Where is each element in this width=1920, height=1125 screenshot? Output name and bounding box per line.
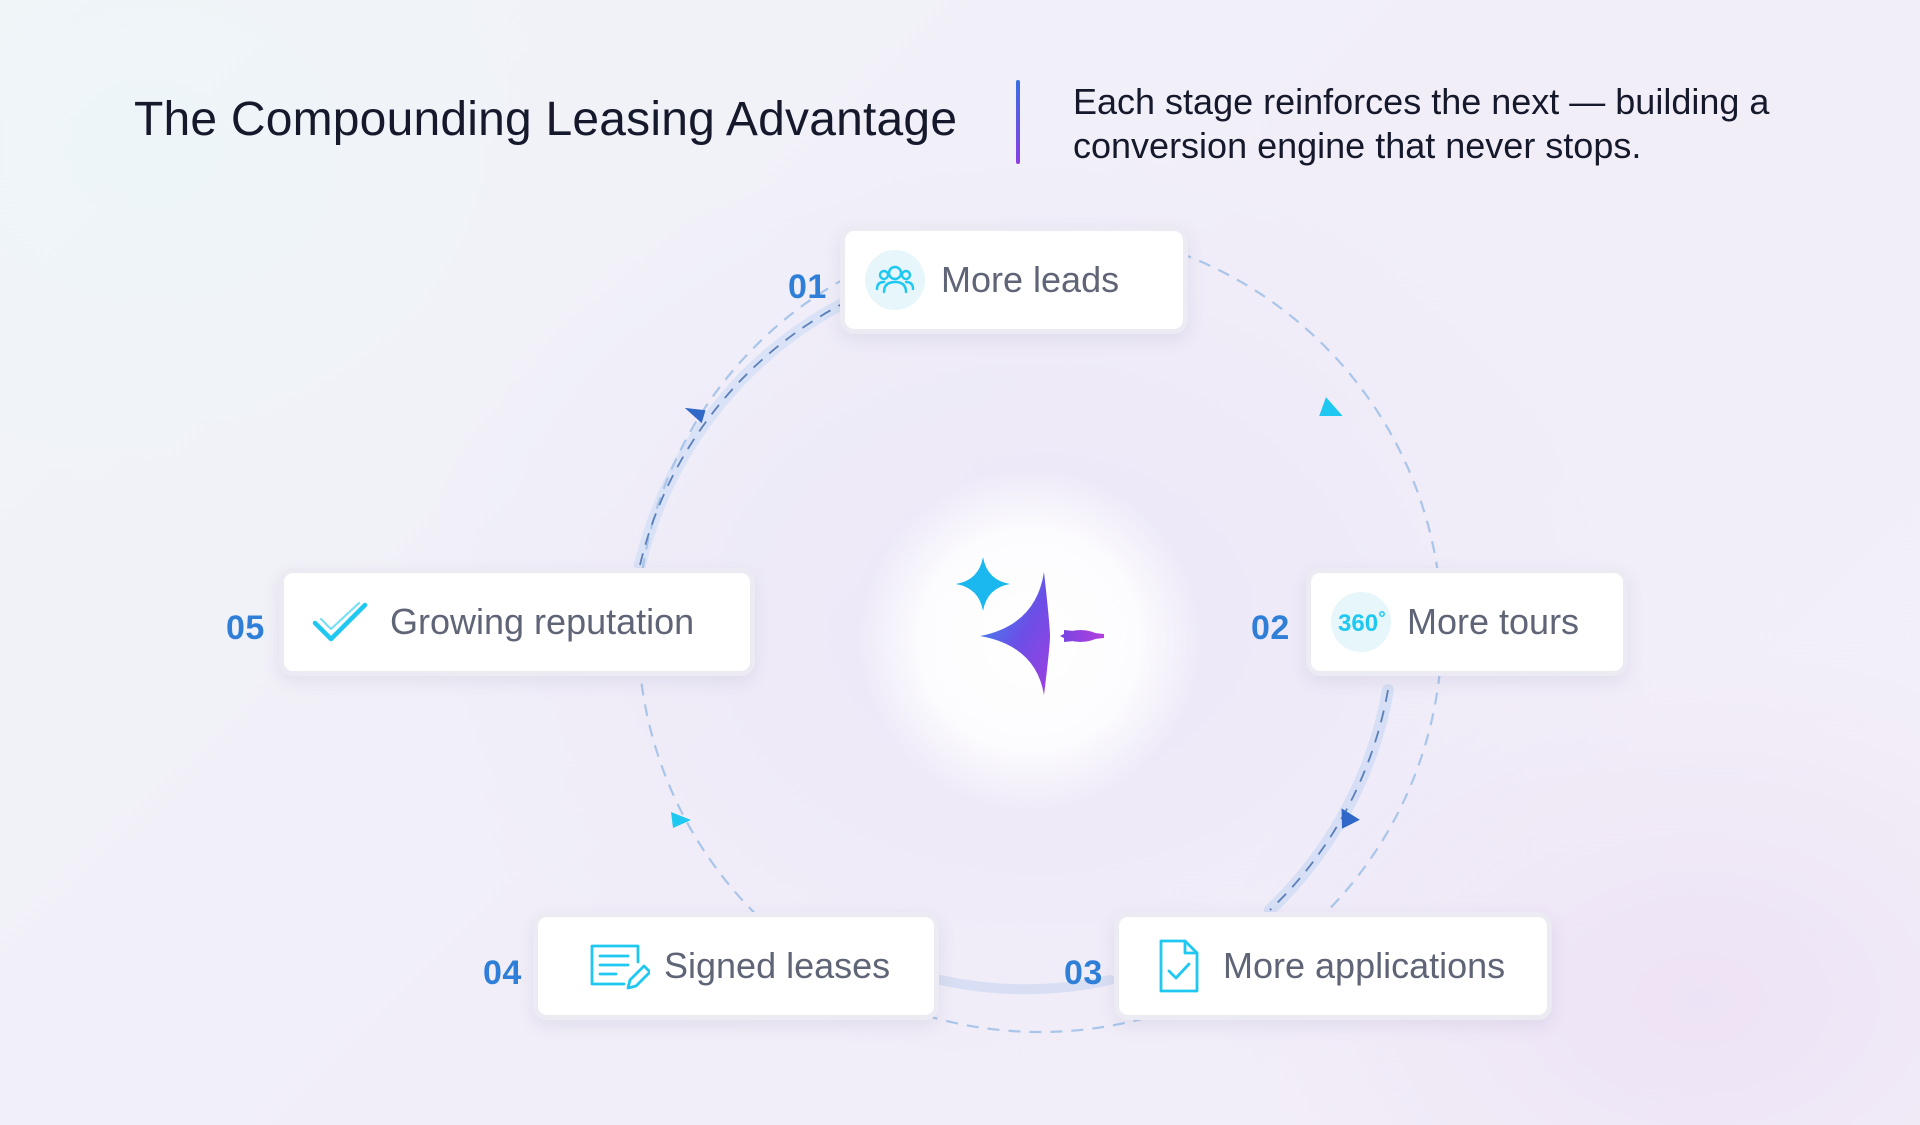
stage-card-more-applications: More applications: [1114, 912, 1552, 1020]
360-view-icon: 360: [1331, 592, 1391, 652]
cycle-ring-dark-segment: [639, 303, 843, 566]
stage-label: Signed leases: [664, 945, 891, 986]
stage-number-02: 02: [1251, 609, 1290, 647]
stage-number-05: 05: [226, 609, 265, 647]
stage-number-04: 04: [483, 954, 522, 992]
spark-logo-icon: [956, 557, 1104, 695]
stage-number-03: 03: [1064, 954, 1103, 992]
stage-label: More leads: [941, 259, 1120, 300]
stage-card-signed-leases: Signed leases: [533, 912, 939, 1020]
arrow-05-01: [684, 407, 706, 424]
stage-label: More applications: [1223, 945, 1506, 986]
stage-label: More tours: [1407, 601, 1580, 642]
document-check-icon: [1149, 936, 1209, 996]
stage-card-more-leads: More leads: [840, 226, 1188, 334]
arrow-01-02: [1319, 397, 1343, 416]
document-edit-icon: [586, 936, 652, 996]
connector-arc-02-03: [1264, 684, 1394, 916]
connector-arc-03-04: [935, 975, 1115, 995]
users-icon: [865, 250, 925, 310]
stage-label: Growing reputation: [390, 601, 695, 642]
arrow-02-03: [1341, 808, 1360, 829]
connector-arc-05-01: [634, 298, 848, 571]
checkmark-icon: [310, 592, 370, 652]
page-title: The Compounding Leasing Advantage: [134, 93, 958, 146]
stage-number-01: 01: [788, 268, 827, 306]
stage-card-growing-reputation: Growing reputation: [279, 568, 755, 676]
svg-text:360: 360: [1338, 610, 1378, 637]
header-divider: [1016, 80, 1020, 164]
cycle-ring-dark-segment-2: [1269, 689, 1389, 911]
arrow-04-05: [671, 812, 691, 828]
page-subtitle: Each stage reinforces the next — buildin…: [1073, 81, 1770, 166]
stage-card-more-tours: 360 More tours: [1306, 568, 1628, 676]
